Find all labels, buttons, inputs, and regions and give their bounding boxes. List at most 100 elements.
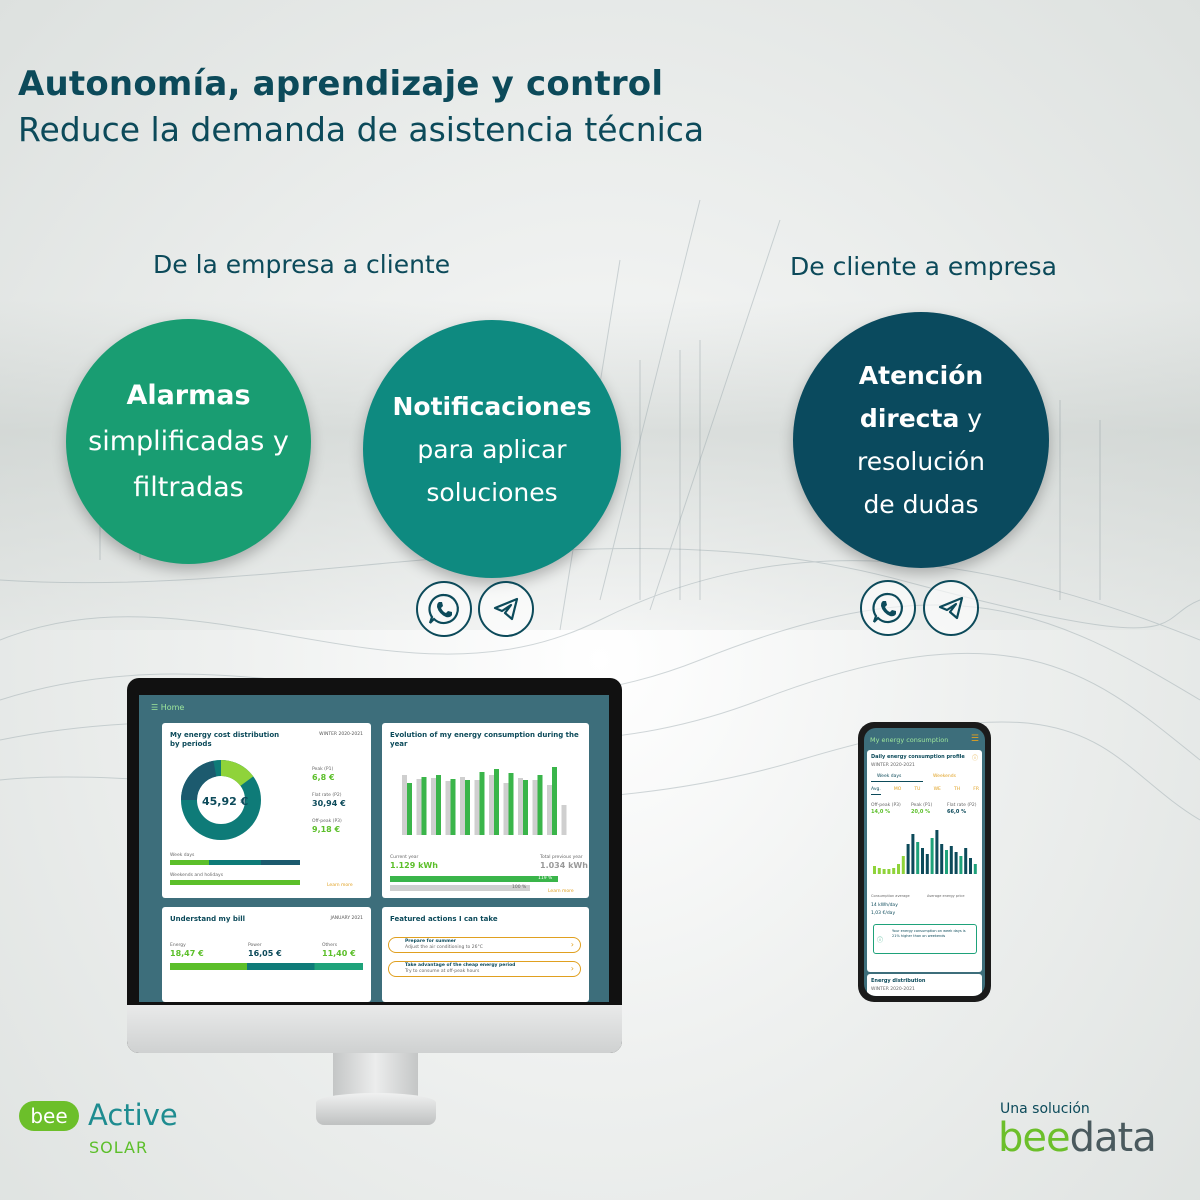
- phone-card: Daily energy consumption profile ⓘ WINTE…: [867, 750, 982, 972]
- kwh-value: 14 kWh/day: [871, 903, 898, 908]
- card-month: JANUARY 2021: [330, 916, 363, 921]
- phone-bar: [935, 830, 939, 874]
- atencion-directa: directa: [859, 404, 960, 433]
- day-tab[interactable]: FR: [973, 787, 979, 792]
- alarmas-line3: filtradas: [133, 471, 244, 503]
- day-tab[interactable]: Avg.: [871, 787, 881, 795]
- monitor-chin: [127, 1005, 622, 1053]
- evolution-bar-chart: [402, 767, 567, 835]
- day-tab[interactable]: TH: [953, 787, 961, 792]
- phone-bar: [949, 846, 953, 874]
- card-title: Featured actions I can take: [390, 915, 498, 923]
- bar-previous: [489, 775, 494, 835]
- bar-current: [436, 775, 441, 835]
- learn-more-link[interactable]: Learn more: [327, 883, 353, 888]
- donut-total: 45,92 €: [202, 795, 249, 808]
- pct-previous: 100 %: [512, 885, 527, 890]
- monitor-base: [316, 1093, 436, 1125]
- phone-flat-value: 66,0 %: [947, 809, 967, 815]
- previous-value: 1.034 kWh: [540, 861, 588, 870]
- beedata-part2: data: [1069, 1115, 1157, 1161]
- chevron-right-icon: ›: [570, 964, 574, 973]
- phone-bar: [873, 866, 876, 874]
- solar-logo-text: SOLAR: [89, 1138, 149, 1157]
- evolution-card: Evolution of my energy consumption durin…: [382, 723, 589, 898]
- bar-previous: [445, 781, 451, 835]
- price-label: Average energy price: [927, 894, 965, 898]
- phone-bar: [877, 868, 881, 874]
- bar-current: [508, 773, 514, 835]
- phone-bar: [930, 838, 934, 874]
- telegram-icon[interactable]: [478, 581, 534, 637]
- day-tab[interactable]: TU: [914, 787, 921, 792]
- peak-label: Peak (P1): [312, 767, 334, 772]
- others-label: Others: [322, 943, 338, 948]
- week-bar: [170, 860, 300, 865]
- bar-previous: [503, 783, 509, 835]
- monitor-screen: ☰ Home My energy cost distribution by pe…: [139, 695, 609, 1002]
- notificaciones-line3: soluciones: [426, 477, 558, 507]
- bar-current: [450, 779, 456, 835]
- whatsapp-icon[interactable]: [860, 580, 916, 636]
- current-value: 1.129 kWh: [390, 861, 438, 870]
- phone-bar: [945, 850, 948, 874]
- notificaciones-circle: Notificaciones para aplicar soluciones: [363, 320, 621, 578]
- phone-note: ⓘ Your energy consumption on week days i…: [873, 924, 977, 954]
- phone-bar: [925, 854, 929, 874]
- atencion-y: y: [959, 404, 983, 433]
- monitor-nav[interactable]: ☰ Home: [151, 703, 184, 712]
- phone-title: My energy consumption: [870, 736, 949, 744]
- learn-more-link[interactable]: Learn more: [548, 889, 574, 894]
- bar-previous: [460, 777, 465, 835]
- energy-label: Energy: [170, 943, 186, 948]
- others-value: 11,40 €: [322, 949, 356, 958]
- off-value: 9,18 €: [312, 825, 341, 834]
- action-item-summer[interactable]: Prepare for summer Adjust the air condit…: [388, 937, 581, 953]
- chevron-right-icon: ›: [570, 940, 574, 949]
- header: Autonomía, aprendizaje y control Reduce …: [18, 64, 704, 149]
- info-icon[interactable]: ⓘ: [971, 755, 978, 762]
- phone-bar-chart: [873, 830, 977, 874]
- day-selector: Avg. MO TU WE TH FR: [871, 787, 979, 795]
- action-item-cheap-period[interactable]: Take advantage of the cheap energy perio…: [388, 961, 581, 977]
- atencion-line4: de dudas: [863, 490, 979, 519]
- atencion-circle: Atención directa y resolución de dudas: [793, 312, 1049, 568]
- bar-current: [552, 767, 557, 835]
- action-sub: Adjust the air conditioning to 26°C: [405, 945, 483, 950]
- flat-value: 30,94 €: [312, 799, 346, 808]
- phone-bar: [964, 848, 968, 874]
- section-label-company-to-client: De la empresa a cliente: [153, 250, 451, 279]
- whatsapp-icon[interactable]: [416, 581, 472, 637]
- beedata-part1: bee: [998, 1115, 1071, 1161]
- menu-icon[interactable]: ☰: [151, 703, 159, 712]
- bar-previous: [561, 805, 567, 835]
- pct-current: 119 %: [538, 876, 553, 881]
- card-title: Understand my bill: [170, 915, 246, 923]
- telegram-icon[interactable]: [923, 580, 979, 636]
- alarmas-line2: simplificadas y: [88, 425, 289, 457]
- notificaciones-title: Notificaciones: [392, 391, 592, 421]
- tab-weekends[interactable]: Weekends: [933, 774, 956, 779]
- flat-label: Flat rate (P2): [312, 793, 342, 798]
- bar-current: [407, 783, 412, 835]
- bar-current: [494, 769, 499, 835]
- bar-current: [537, 775, 543, 835]
- notificaciones-line2: para aplicar: [417, 434, 567, 464]
- bill-bar: [170, 963, 363, 970]
- eur-value: 1,03 €/day: [871, 911, 896, 916]
- nav-home[interactable]: Home: [160, 703, 185, 712]
- note-text: Your energy consumption on week days is …: [892, 929, 966, 938]
- bar-current: [479, 772, 485, 835]
- bar-current: [523, 780, 528, 835]
- phone-screen: My energy consumption ☰ Daily energy con…: [864, 728, 985, 996]
- phone-bar: [973, 864, 977, 874]
- action-sub: Try to consume at off-peak hours: [405, 969, 480, 974]
- day-tab[interactable]: MO: [893, 787, 902, 792]
- tab-week-days[interactable]: Week days: [877, 774, 902, 779]
- weekend-label: Weekends and holidays: [170, 873, 224, 878]
- avg-label: Consumption average: [871, 894, 910, 898]
- card-title: Evolution of my energy consumption durin…: [390, 731, 579, 748]
- week-label: Week days: [170, 853, 195, 858]
- menu-icon[interactable]: ☰: [970, 734, 979, 744]
- day-tab[interactable]: WE: [933, 787, 941, 792]
